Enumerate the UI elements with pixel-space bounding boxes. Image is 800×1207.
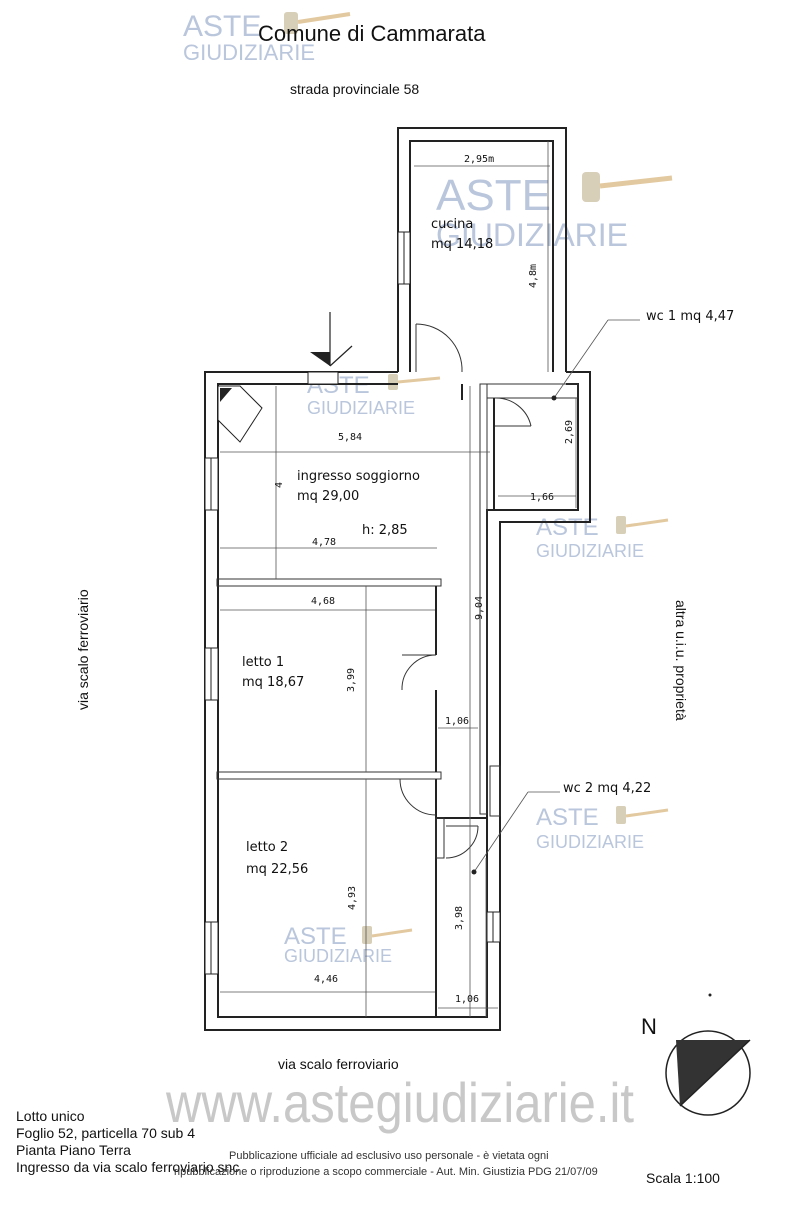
dim-corridor-length: 9,04: [474, 596, 485, 620]
gavel-icon: [616, 516, 669, 534]
dimension-lines: [220, 141, 577, 1017]
watermark-brand-top: ASTE: [536, 514, 599, 541]
watermark-brand-bottom: GIUDIZIARIE: [307, 398, 415, 418]
watermark-brand-bottom: GIUDIZIARIE: [536, 832, 644, 852]
watermark-letto2: ASTE GIUDIZIARIE: [284, 923, 413, 966]
room-wc2-label: wc 2 mq 4,22: [563, 781, 651, 796]
room-letto1-name: letto 1: [242, 655, 284, 670]
watermark-brand-top: ASTE: [536, 804, 599, 831]
watermark-right-mid: ASTE GIUDIZIARIE: [536, 514, 669, 561]
watermark-brand-bottom: GIUDIZIARIE: [183, 40, 315, 65]
dim-soggiorno-inner: 4,78: [312, 537, 336, 548]
room-cucina-name: cucina: [431, 217, 473, 232]
dim-wc1-depth: 2,69: [564, 420, 575, 444]
dim-soggiorno-depth: 4: [274, 482, 285, 488]
publication-line-2: ripubblicazione o riproduzione a scopo c…: [174, 1166, 598, 1178]
room-height: h: 2,85: [362, 523, 408, 538]
watermark-website: www.astegiudiziarie.it: [165, 1071, 634, 1134]
info-line-2: Foglio 52, particella 70 sub 4: [16, 1125, 195, 1141]
gavel-icon: [362, 926, 413, 944]
dim-kitchen-depth: 4,8m: [528, 264, 539, 288]
dim-letto1-width: 4,68: [311, 596, 335, 607]
room-cucina-area: mq 14,18: [431, 237, 493, 252]
street-top-label: strada provinciale 58: [290, 81, 419, 97]
watermark-brand-top: ASTE: [284, 923, 347, 950]
room-letto1-area: mq 18,67: [242, 675, 304, 690]
page-title: Comune di Cammarata: [258, 21, 486, 46]
publication-line-1: Pubblicazione ufficiale ad esclusivo uso…: [229, 1150, 549, 1162]
dim-wc2-width: 1,06: [455, 994, 479, 1005]
compass-label: N: [641, 1014, 657, 1039]
street-left-label: via scalo ferroviario: [75, 589, 91, 710]
dim-letto1-depth: 3,99: [346, 668, 357, 692]
dim-wc2-depth: 3,98: [454, 906, 465, 930]
gavel-icon: [582, 172, 673, 202]
gavel-icon: [284, 12, 351, 34]
watermark-kitchen: ASTE GIUDIZIARIE: [436, 171, 673, 253]
neighbor-right-label: altra u.i.u. proprietà: [673, 600, 689, 721]
north-compass-icon: N: [641, 993, 751, 1116]
room-letto2-name: letto 2: [246, 840, 288, 855]
gavel-icon: [616, 806, 669, 824]
doors: [399, 323, 532, 859]
watermark-brand-bottom: GIUDIZIARIE: [536, 541, 644, 561]
dim-kitchen-width: 2,95m: [464, 154, 494, 165]
info-line-1: Lotto unico: [16, 1108, 85, 1124]
room-soggiorno-area: mq 29,00: [297, 489, 359, 504]
watermark-brand-top: ASTE: [436, 171, 551, 220]
watermark-top-left: ASTE GIUDIZIARIE: [183, 10, 351, 65]
watermark-right-low: ASTE GIUDIZIARIE: [536, 804, 669, 852]
dim-letto2-depth: 4,93: [347, 886, 358, 910]
room-letto2-area: mq 22,56: [246, 862, 308, 877]
corner-fixture-icon: [217, 385, 263, 443]
watermark-brand-top: ASTE: [183, 10, 261, 43]
info-line-3: Pianta Piano Terra: [16, 1142, 131, 1158]
dim-wc1-width: 1,66: [530, 492, 554, 503]
leader-lines: [471, 319, 640, 875]
gavel-icon: [388, 374, 441, 390]
room-soggiorno-name: ingresso soggiorno: [297, 469, 420, 484]
info-line-4: Ingresso da via scalo ferroviario snc: [16, 1159, 239, 1175]
watermark-brand-bottom: GIUDIZIARIE: [436, 217, 628, 253]
windows: [204, 231, 501, 975]
room-wc1-label: wc 1 mq 4,47: [646, 309, 734, 324]
dim-letto2-width: 4,46: [314, 974, 338, 985]
dim-soggiorno-width: 5,84: [338, 432, 362, 443]
scale-label: Scala 1:100: [646, 1170, 720, 1186]
dim-corridor-width: 1,06: [445, 716, 469, 727]
street-bottom-label: via scalo ferroviario: [278, 1056, 399, 1072]
entrance-arrow-icon: [310, 312, 353, 367]
watermark-brand-bottom: GIUDIZIARIE: [284, 946, 392, 966]
